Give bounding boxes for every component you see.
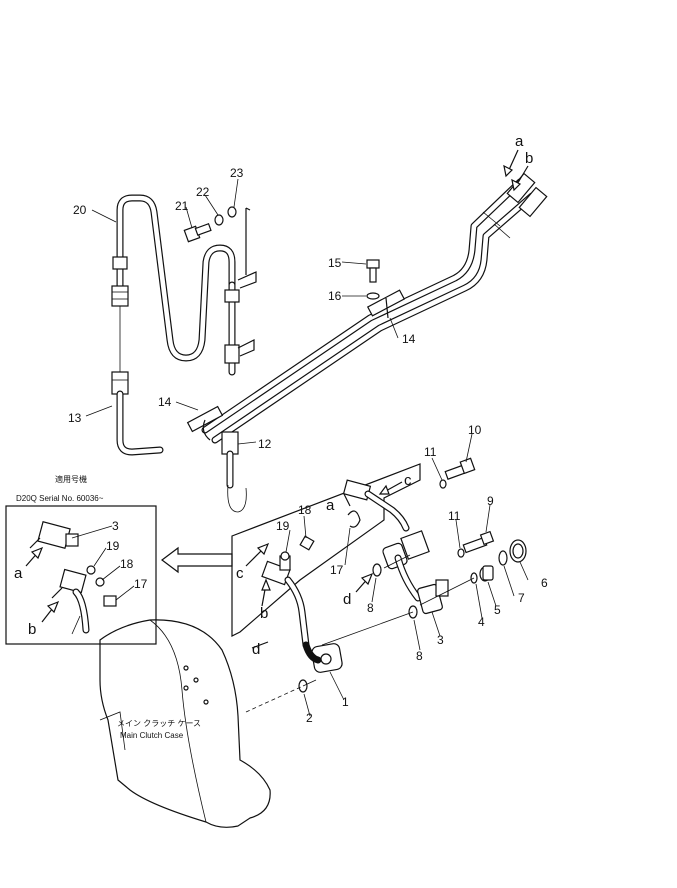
label-part-3-inset: 3 [112, 519, 119, 533]
inset-serial: D20Q Serial No. 60036~ [16, 494, 104, 503]
label-part-3: 3 [437, 633, 444, 647]
letter-b-top: b [525, 150, 533, 167]
label-part-1: 1 [342, 695, 349, 709]
label-part-16: 16 [328, 289, 342, 303]
leader-lines [25, 149, 529, 717]
callout-panel [231, 463, 421, 649]
hose-assembly [111, 172, 548, 513]
label-part-18: 18 [298, 503, 312, 517]
label-part-4: 4 [478, 615, 485, 629]
letter-b-inset: b [28, 621, 36, 638]
label-part-17: 17 [330, 563, 344, 577]
label-part-5: 5 [494, 603, 501, 617]
label-part-11a: 11 [424, 445, 437, 459]
label-part-8b: 8 [367, 601, 374, 615]
label-part-8a: 8 [416, 649, 423, 663]
label-part-10: 10 [468, 423, 482, 437]
letter-a-top: a [515, 133, 524, 150]
label-part-14b: 14 [158, 395, 172, 409]
label-part-15: 15 [328, 256, 342, 270]
letter-d-case: d [252, 641, 260, 658]
label-part-19: 19 [276, 519, 290, 533]
label-part-14a: 14 [402, 332, 416, 346]
label-part-12: 12 [258, 437, 272, 451]
label-part-6: 6 [541, 576, 548, 590]
inset-arrow [161, 546, 233, 574]
main-clutch-case: メイン クラッチ ケース Main Clutch Case [99, 619, 271, 828]
label-part-7: 7 [518, 591, 525, 605]
label-part-22: 22 [196, 185, 210, 199]
label-part-23: 23 [230, 166, 244, 180]
case-label-jp: メイン クラッチ ケース [117, 719, 201, 728]
inset-title-jp: 適用号機 [55, 474, 87, 484]
letter-a-callout: a [326, 497, 335, 514]
label-part-18-inset: 18 [120, 557, 134, 571]
letter-d-callout: d [343, 591, 351, 608]
letter-b-callout: b [260, 605, 268, 622]
serial-inset: 適用号機 D20Q Serial No. 60036~ [5, 474, 157, 645]
label-part-19-inset: 19 [106, 539, 120, 553]
label-part-20: 20 [73, 203, 87, 217]
lower-assembly [245, 457, 527, 713]
case-label-en: Main Clutch Case [120, 731, 184, 740]
letter-c-callout-left: c [236, 565, 244, 582]
label-part-2: 2 [306, 711, 313, 725]
label-part-9: 9 [487, 494, 494, 508]
part-number-labels: 1 2 3 4 5 6 7 8 8 9 10 11 11 12 13 14 14… [68, 166, 548, 725]
connection-letters: a b a b c c d d a b [14, 133, 533, 658]
label-part-11b: 11 [448, 509, 461, 523]
label-part-17-inset: 17 [134, 577, 148, 591]
letter-a-inset: a [14, 565, 23, 582]
letter-c-callout-top: c [404, 472, 412, 489]
label-part-21: 21 [175, 199, 189, 213]
label-part-13: 13 [68, 411, 82, 425]
